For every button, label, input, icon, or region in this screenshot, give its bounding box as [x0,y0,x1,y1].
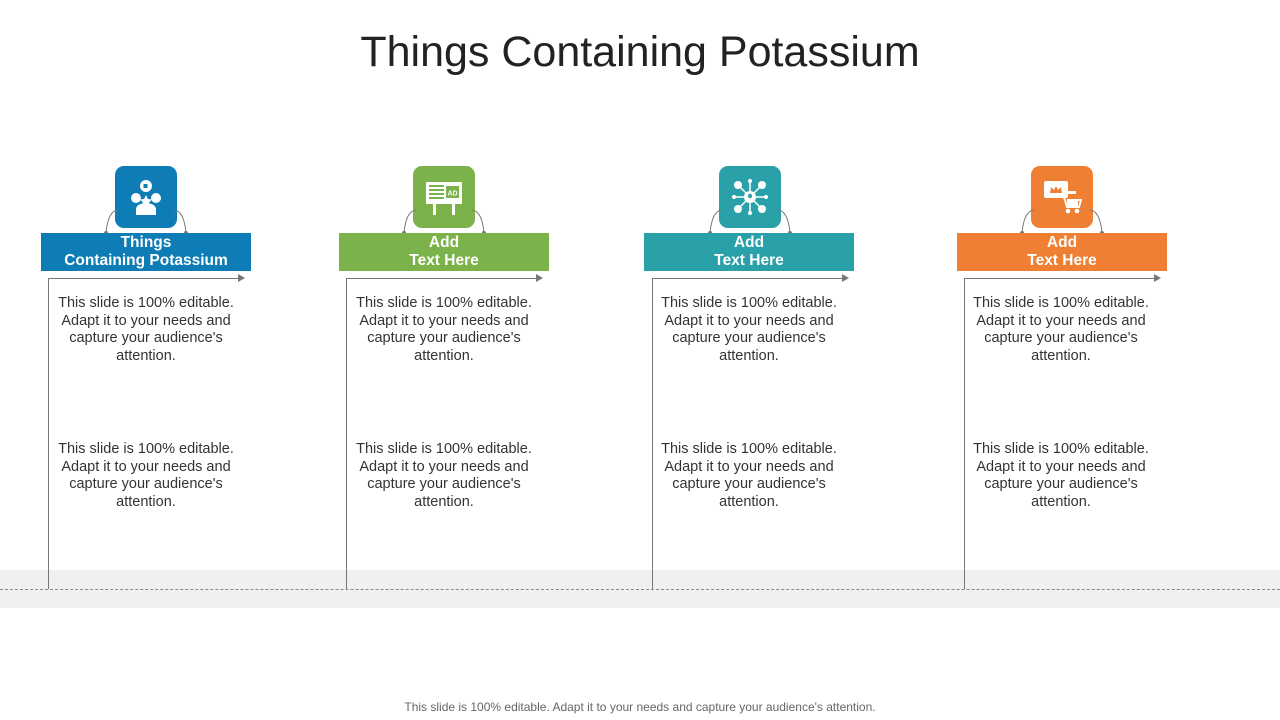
column-vertical-line [346,278,347,589]
billboard-ad-icon: AD [413,166,475,228]
arrowhead-icon [536,274,543,282]
column-header-line1: Add [733,234,765,251]
shopping-cart-icon [1031,166,1093,228]
timeline-dashed-line [0,589,1280,590]
column-header-line2: Text Here [714,252,784,269]
column-horizontal-line [964,278,1154,279]
arrowhead-icon [1154,274,1161,282]
column-header: Things Containing Potassium [41,233,251,271]
column-header: Add Text Here [957,233,1167,271]
description-text: This slide is 100% editable. Adapt it to… [661,441,837,510]
arrowhead-icon [238,274,245,282]
description-text: This slide is 100% editable. Adapt it to… [661,295,837,364]
column-vertical-line [652,278,653,589]
network-hub-icon [719,166,781,228]
column-vertical-line [964,278,965,589]
column-header-line2: Text Here [409,252,479,269]
column-header-line1: Add [428,234,460,251]
column-header-line1: Things [120,234,172,251]
svg-text:AD: AD [447,191,457,198]
column-header: Add Text Here [644,233,854,271]
column-horizontal-line [48,278,238,279]
column-header-line2: Containing Potassium [64,252,228,269]
description-text: This slide is 100% editable. Adapt it to… [973,441,1149,510]
description-text: This slide is 100% editable. Adapt it to… [58,441,234,510]
column-horizontal-line [652,278,842,279]
arrowhead-icon [842,274,849,282]
social-feedback-icon [115,166,177,228]
description-text: This slide is 100% editable. Adapt it to… [973,295,1149,364]
description-text: This slide is 100% editable. Adapt it to… [356,295,532,364]
description-text: This slide is 100% editable. Adapt it to… [356,441,532,510]
slide-title: Things Containing Potassium [360,28,920,76]
column-horizontal-line [346,278,536,279]
column-header: Add Text Here [339,233,549,271]
footer-note: This slide is 100% editable. Adapt it to… [404,700,876,714]
column-header-line1: Add [1046,234,1078,251]
column-vertical-line [48,278,49,589]
column-header-line2: Text Here [1027,252,1097,269]
description-text: This slide is 100% editable. Adapt it to… [58,295,234,364]
